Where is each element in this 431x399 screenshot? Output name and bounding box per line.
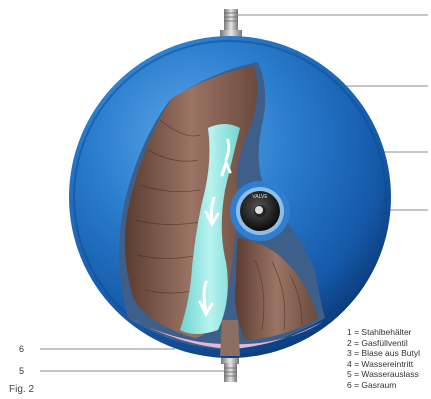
bottom-connection-stub [221, 356, 239, 382]
legend-item-1: 1 = Stahlbehälter [347, 327, 431, 338]
top-connection-stub [220, 9, 242, 38]
legend-item-3: 3 = Blase aus Butyl [347, 348, 431, 359]
figure-caption: Fig. 2 [9, 384, 34, 395]
water-inlet-fitting [220, 320, 240, 356]
valve-label: VALVE [252, 194, 268, 200]
legend-item-4: 4 = Wassereintritt [347, 359, 431, 370]
callout-6: 6 [19, 344, 24, 354]
legend-item-2: 2 = Gasfüllventil [347, 338, 431, 349]
legend: 1 = Stahlbehälter 2 = Gasfüllventil 3 = … [347, 327, 431, 391]
legend-item-5: 5 = Wasserauslass [347, 369, 431, 380]
gas-charging-valve: VALVE [230, 181, 290, 241]
legend-item-6: 6 = Gasraum [347, 380, 431, 391]
callout-5: 5 [19, 366, 24, 376]
